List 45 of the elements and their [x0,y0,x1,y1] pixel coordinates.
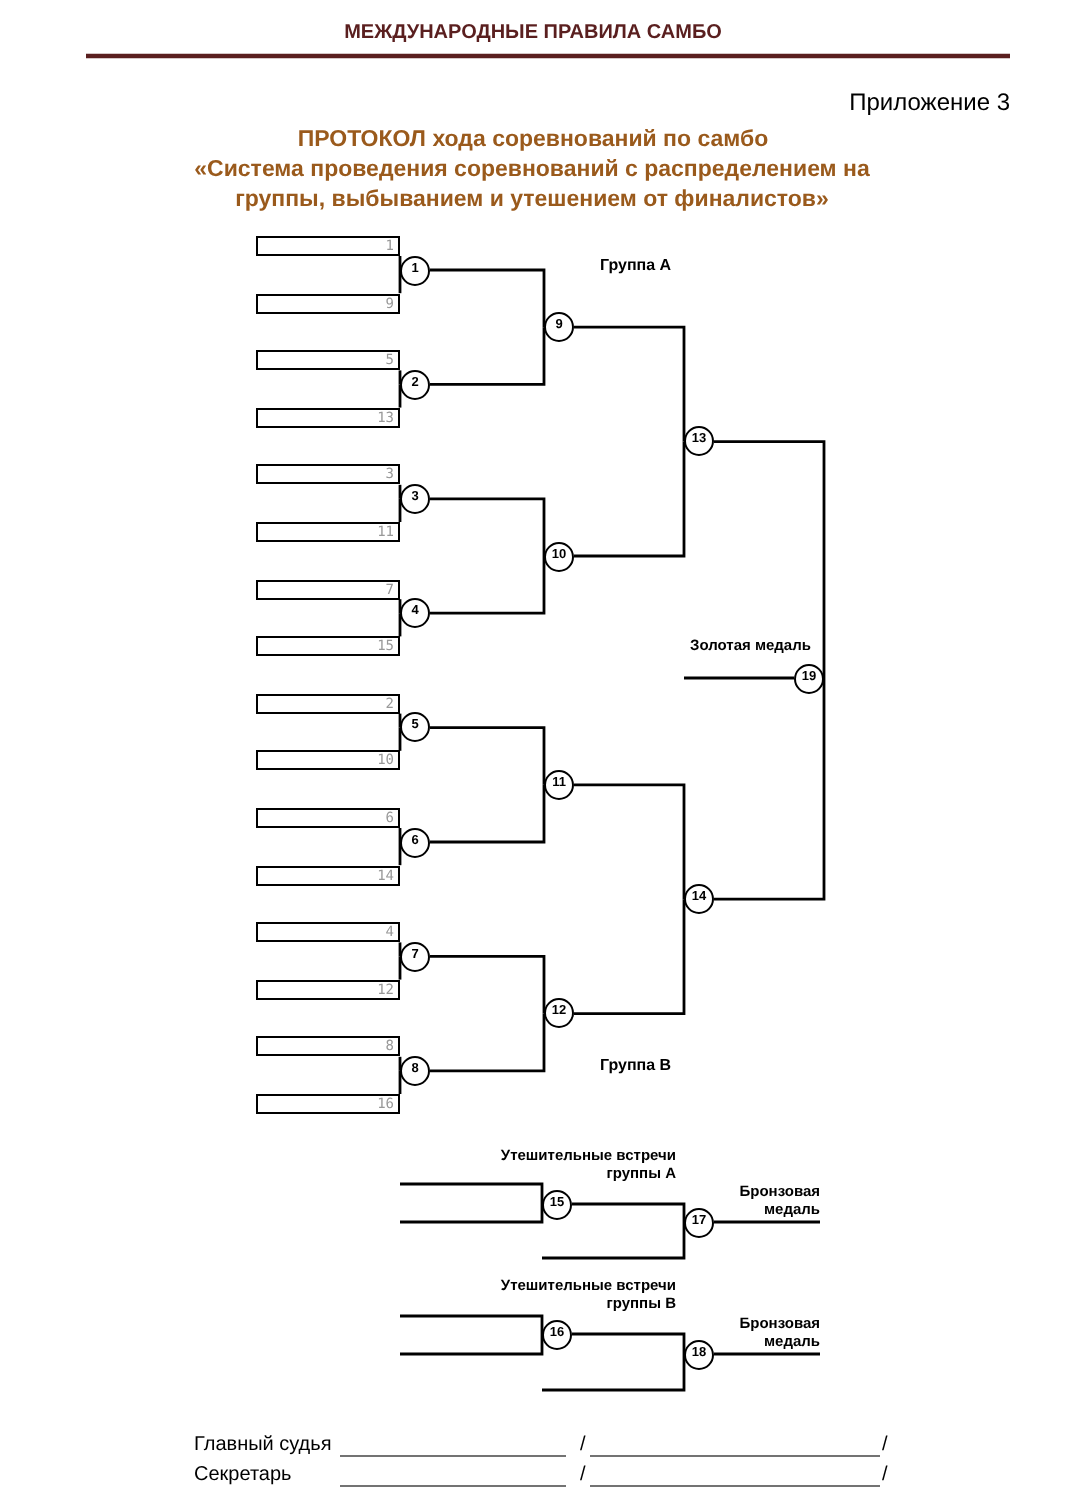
bracket-line [430,1013,546,1073]
bracket-line [574,783,686,900]
bracket-line [684,676,796,680]
bracket-line [572,1332,686,1354]
bracket-line [430,497,546,556]
bracket-line [400,1334,544,1356]
bracket-line [430,268,546,328]
group-label: Группа А [600,256,672,276]
bracket-line [398,268,402,294]
signature-label: Главный судья [194,1434,332,1458]
bracket-line [400,1204,544,1224]
bracket-line [430,327,546,386]
bracket-line [714,1352,820,1356]
bracket-line [714,440,826,678]
bracket-line [398,726,402,751]
bracket-line [398,383,402,408]
bracket-line [430,955,546,1014]
bracket-line [542,1222,686,1260]
bracket-line [430,784,546,844]
bracket-line [574,899,686,1015]
bracket-line [714,678,826,901]
subtitle: «Система проведения соревнований с распределением на группы, выбыванием и утешением от финалистов» [192,156,872,216]
bracket-line [574,325,686,442]
bracket-line [430,726,546,785]
bracket-line [398,840,402,866]
bracket-line [572,1202,686,1222]
separator-slash: / [882,1434,888,1458]
signature-label: Секретарь [194,1464,292,1488]
bracket-line [714,1220,820,1224]
bracket-line [398,955,402,980]
separator-slash: / [882,1464,888,1488]
group-label: Группа В [600,1056,672,1076]
bracket-line [398,1069,402,1094]
bracket-line [398,497,402,522]
bracket-line [400,1182,544,1204]
bracket-line [400,1314,544,1334]
bracket-line [542,1354,686,1392]
bracket-line [398,611,402,637]
separator-slash: / [580,1434,586,1458]
separator-slash: / [580,1464,586,1488]
bracket-line [430,556,546,615]
running-header: МЕЖДУНАРОДНЫЕ ПРАВИЛА САМБО [342,20,724,46]
title: ПРОТОКОЛ хода соревнований по самбо [295,126,771,156]
annex-label: Приложение 3 [849,88,1010,118]
bracket-line [574,441,686,558]
